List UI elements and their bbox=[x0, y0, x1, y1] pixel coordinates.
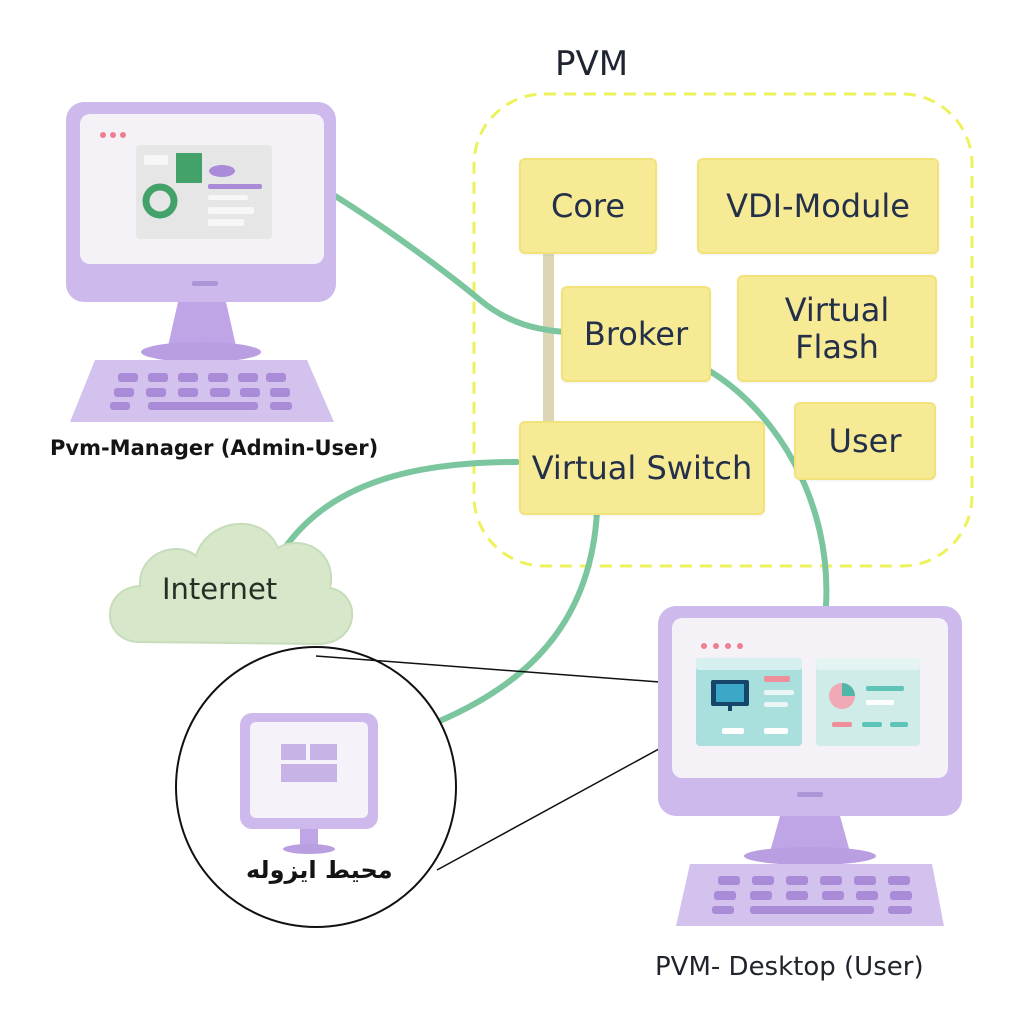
pvm-manager-computer bbox=[66, 102, 336, 422]
isolated-environment-label: محیط ایزوله bbox=[246, 856, 393, 884]
virtual-switch-module: Virtual Switch bbox=[519, 421, 765, 515]
manager-broker-connector bbox=[329, 191, 568, 335]
pvm-title: PVM bbox=[555, 44, 629, 84]
broker-module: Broker bbox=[561, 286, 711, 382]
isolated-computer bbox=[240, 713, 378, 854]
user-module: User bbox=[794, 402, 936, 480]
virtual-flash-module: Virtual Flash bbox=[737, 275, 937, 382]
vdi-module: VDI-Module bbox=[697, 158, 939, 254]
pvm-manager-label: Pvm-Manager (Admin-User) bbox=[50, 436, 379, 460]
switch-internet-connector bbox=[279, 459, 520, 555]
pvm-desktop-label: PVM- Desktop (User) bbox=[655, 952, 924, 982]
core-switch-link bbox=[543, 250, 554, 425]
pvm-desktop-computer bbox=[658, 606, 962, 926]
core-module: Core bbox=[519, 158, 657, 254]
internet-cloud bbox=[109, 522, 354, 646]
internet-label: Internet bbox=[162, 572, 278, 606]
callout-line-top bbox=[315, 655, 713, 687]
